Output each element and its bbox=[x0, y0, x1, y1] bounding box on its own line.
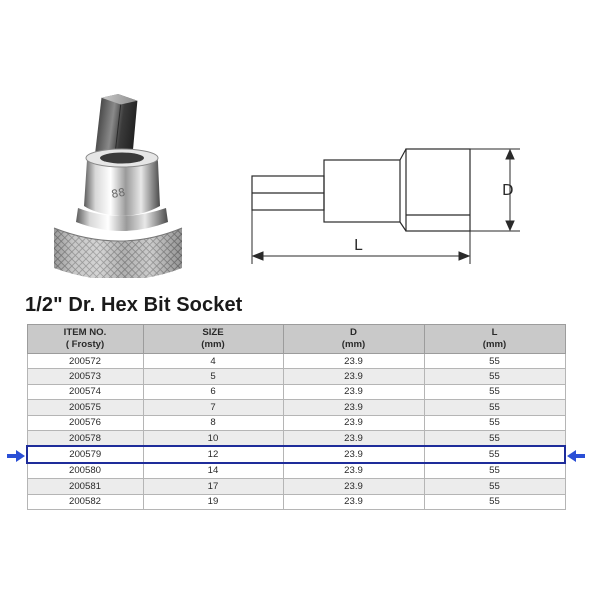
cell-l: 55 bbox=[423, 383, 566, 401]
cell-l: 55 bbox=[423, 493, 566, 510]
cell-item-no: 200575 bbox=[26, 399, 144, 416]
header-l: L (mm) bbox=[423, 324, 566, 354]
dimension-d-label: D bbox=[502, 181, 514, 199]
table-row-highlighted: 200579 12 23.9 55 bbox=[26, 445, 566, 464]
cell-item-no: 200572 bbox=[26, 352, 144, 370]
cell-item-no: 200576 bbox=[26, 414, 144, 431]
cell-l: 55 bbox=[423, 445, 566, 464]
cell-l: 55 bbox=[423, 478, 566, 495]
cell-d: 23.9 bbox=[282, 478, 425, 495]
svg-text:88: 88 bbox=[110, 186, 126, 201]
table-row: 200582 19 23.9 55 bbox=[26, 493, 566, 510]
cell-item-no: 200581 bbox=[26, 478, 144, 495]
cell-item-no: 200582 bbox=[26, 493, 144, 510]
cell-size: 17 bbox=[142, 478, 284, 495]
arrow-right-icon bbox=[7, 450, 25, 462]
cell-size: 14 bbox=[142, 462, 284, 480]
table-row: 200576 8 23.9 55 bbox=[26, 414, 566, 431]
cell-d: 23.9 bbox=[282, 445, 425, 464]
cell-d: 23.9 bbox=[282, 414, 425, 431]
cell-size: 6 bbox=[142, 383, 284, 401]
cell-d: 23.9 bbox=[282, 368, 425, 385]
cell-size: 8 bbox=[142, 414, 284, 431]
cell-item-no: 200574 bbox=[26, 383, 144, 401]
cell-size: 10 bbox=[142, 429, 284, 447]
cell-item-no: 200579 bbox=[26, 445, 144, 464]
cell-item-no: 200578 bbox=[26, 429, 144, 447]
header-item-no: ITEM NO. ( Frosty) bbox=[26, 324, 144, 354]
cell-l: 55 bbox=[423, 462, 566, 480]
table-row: 200574 6 23.9 55 bbox=[26, 383, 566, 401]
cell-size: 7 bbox=[142, 399, 284, 416]
page-title: 1/2" Dr. Hex Bit Socket bbox=[25, 294, 243, 316]
cell-d: 23.9 bbox=[282, 493, 425, 510]
table-row: 200578 10 23.9 55 bbox=[26, 429, 566, 447]
cell-d: 23.9 bbox=[282, 352, 425, 370]
header-size: SIZE (mm) bbox=[142, 324, 284, 354]
cell-d: 23.9 bbox=[282, 383, 425, 401]
cell-l: 55 bbox=[423, 368, 566, 385]
cell-l: 55 bbox=[423, 414, 566, 431]
header-d: D (mm) bbox=[282, 324, 425, 354]
cell-d: 23.9 bbox=[282, 399, 425, 416]
cell-d: 23.9 bbox=[282, 462, 425, 480]
cell-l: 55 bbox=[423, 399, 566, 416]
table-row: 200575 7 23.9 55 bbox=[26, 399, 566, 416]
cell-d: 23.9 bbox=[282, 429, 425, 447]
cell-size: 5 bbox=[142, 368, 284, 385]
cell-item-no: 200573 bbox=[26, 368, 144, 385]
cell-size: 4 bbox=[142, 352, 284, 370]
table-row: 200580 14 23.9 55 bbox=[26, 462, 566, 480]
cell-size: 12 bbox=[142, 445, 284, 464]
table-row: 200581 17 23.9 55 bbox=[26, 478, 566, 495]
table-row: 200572 4 23.9 55 bbox=[26, 352, 566, 370]
cell-item-no: 200580 bbox=[26, 462, 144, 480]
product-photo: 88 bbox=[53, 94, 183, 278]
table-row: 200573 5 23.9 55 bbox=[26, 368, 566, 385]
table-header-row: ITEM NO. ( Frosty) SIZE (mm) D (mm) L (m… bbox=[26, 324, 566, 354]
spec-table: ITEM NO. ( Frosty) SIZE (mm) D (mm) L (m… bbox=[26, 324, 566, 510]
dimension-l-label: L bbox=[354, 236, 363, 254]
cell-size: 19 bbox=[142, 493, 284, 510]
dimension-drawing: D L bbox=[251, 148, 520, 264]
cell-l: 55 bbox=[423, 429, 566, 447]
cell-l: 55 bbox=[423, 352, 566, 370]
arrow-left-icon bbox=[567, 450, 585, 462]
